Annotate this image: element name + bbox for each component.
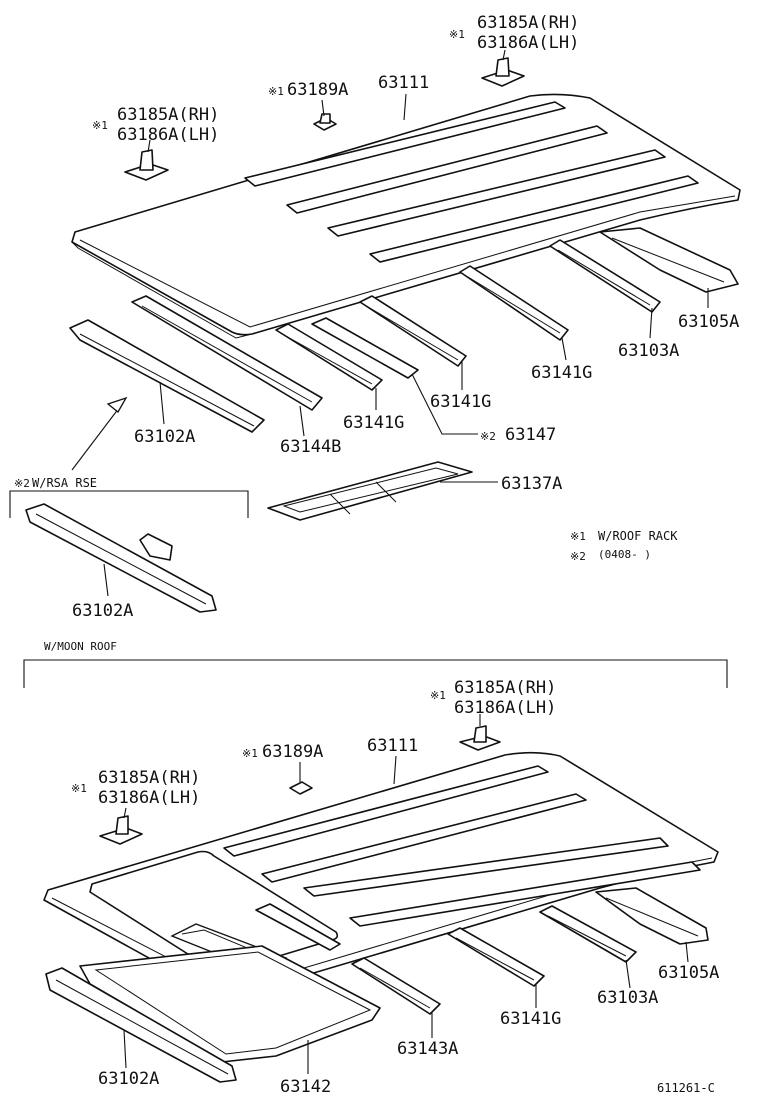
moon-bow-mid-63141G bbox=[447, 927, 545, 987]
label-63189A: 63189A bbox=[287, 80, 348, 100]
front-rail-63144B bbox=[131, 295, 323, 411]
note-2-text: (0408- ) bbox=[598, 548, 651, 561]
rsa-rse-variant: ※2 W/RSA RSE 63102A bbox=[9, 476, 249, 621]
note-2-mark: ※2 bbox=[570, 550, 586, 563]
roof-panel bbox=[71, 93, 741, 339]
label-63147: 63147 bbox=[505, 425, 556, 445]
mark-note2: ※2 bbox=[14, 477, 30, 490]
rsa-box-title: W/RSA RSE bbox=[32, 476, 97, 490]
label-63103A: 63103A bbox=[597, 988, 658, 1008]
roof-clip-front bbox=[124, 149, 169, 181]
mark-note1: ※1 bbox=[92, 119, 108, 132]
moon-clip-front bbox=[99, 815, 143, 845]
bracket-63147 bbox=[311, 317, 419, 379]
moon-bow-rear-63103A bbox=[539, 905, 637, 963]
mark-note1: ※1 bbox=[449, 28, 465, 41]
roof-bow-center-63141G bbox=[359, 295, 467, 367]
front-header-rsa bbox=[25, 503, 217, 613]
label-63185A-rh: 63185A(RH) bbox=[454, 678, 556, 698]
direction-arrow bbox=[71, 396, 128, 471]
label-63105A: 63105A bbox=[658, 963, 719, 983]
top-roof-assembly: ※1 63185A(RH) 63186A(LH) ※1 63189A 63111… bbox=[69, 13, 741, 521]
roof-bow-front-63141G bbox=[275, 323, 383, 391]
label-63186A-lh: 63186A(LH) bbox=[454, 698, 556, 718]
label-63111: 63111 bbox=[378, 73, 429, 93]
note-1-text: W/ROOF RACK bbox=[598, 529, 678, 543]
label-63186A-lh: 63186A(LH) bbox=[117, 125, 219, 145]
roof-clip-rear bbox=[481, 57, 525, 87]
label-63185A-rh: 63185A(RH) bbox=[98, 768, 200, 788]
label-63141G: 63141G bbox=[500, 1009, 561, 1029]
label-63105A: 63105A bbox=[678, 312, 739, 332]
label-63102A: 63102A bbox=[134, 427, 195, 447]
roof-rack-frame bbox=[267, 461, 473, 521]
note-1-mark: ※1 bbox=[570, 530, 586, 543]
label-63185A-rh: 63185A(RH) bbox=[477, 13, 579, 33]
label-63102A: 63102A bbox=[98, 1069, 159, 1089]
roof-clip-center bbox=[313, 113, 337, 131]
moon-roof-assembly: W/MOON ROOF bbox=[23, 640, 728, 1097]
label-63143A: 63143A bbox=[397, 1039, 458, 1059]
label-63186A-lh: 63186A(LH) bbox=[98, 788, 200, 808]
label-63185A-rh: 63185A(RH) bbox=[117, 105, 219, 125]
roof-bow-mid-63141G bbox=[459, 265, 569, 341]
moon-roof-title: W/MOON ROOF bbox=[44, 640, 117, 653]
label-63189A: 63189A bbox=[262, 742, 323, 762]
label-63137A: 63137A bbox=[501, 474, 562, 494]
moon-bow-front-63143A bbox=[351, 957, 441, 1015]
label-63141G: 63141G bbox=[343, 413, 404, 433]
label-63144B: 63144B bbox=[280, 437, 341, 457]
moon-clip-center bbox=[289, 781, 313, 795]
label-63141G: 63141G bbox=[430, 392, 491, 412]
moon-clip-rear bbox=[459, 725, 501, 751]
mark-note1: ※1 bbox=[268, 85, 284, 98]
mark-note1: ※1 bbox=[430, 689, 446, 702]
front-header-63102A bbox=[69, 319, 265, 433]
figure-code: 611261-C bbox=[657, 1081, 715, 1095]
label-63142: 63142 bbox=[280, 1077, 331, 1097]
mark-note1: ※1 bbox=[71, 782, 87, 795]
label-63102A: 63102A bbox=[72, 601, 133, 621]
label-63103A: 63103A bbox=[618, 341, 679, 361]
label-63111: 63111 bbox=[367, 736, 418, 756]
mark-note2: ※2 bbox=[480, 430, 496, 443]
moon-front-header-63102A bbox=[45, 967, 237, 1083]
label-63186A-lh: 63186A(LH) bbox=[477, 33, 579, 53]
moon-rear-header-63105A bbox=[595, 887, 709, 945]
notes: ※1 W/ROOF RACK ※2 (0408- ) bbox=[570, 529, 678, 563]
label-63141G: 63141G bbox=[531, 363, 592, 383]
mark-note1: ※1 bbox=[242, 747, 258, 760]
